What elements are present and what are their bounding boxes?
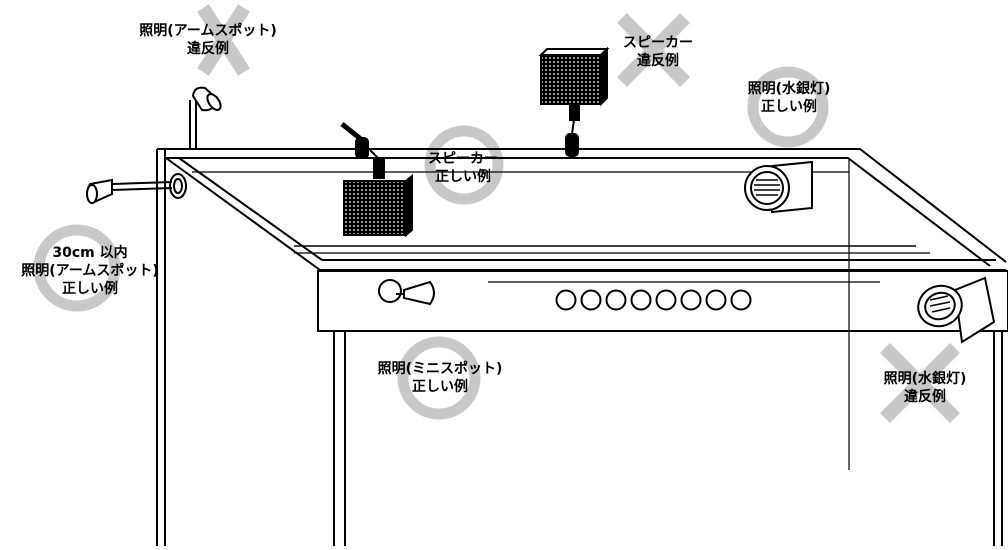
mark-circle-mini-spot [397,336,481,420]
rail-circle [630,289,652,311]
mercury-lamp-violation [917,276,996,344]
label-line: 正しい例 [435,169,491,185]
rail-circle [555,289,577,311]
label-mercury-violation: 照明(水銀灯) 違反例 [858,370,992,406]
case-top-outer [157,148,1007,263]
mark-circle-arm-spot [33,224,121,312]
arm-spot-lamp-violation [189,86,222,149]
mark-circle-speaker [424,125,504,205]
front-rail-circles [555,289,752,311]
rail-circle [680,289,702,311]
label-line: スピーカー [428,151,498,167]
mark-circle-mercury [747,66,829,148]
speaker-correct [340,122,413,238]
label-speaker-violation: スピーカー 違反例 [618,34,698,70]
label-line: 照明(水銀灯) [747,81,831,97]
mercury-lamp-correct [744,160,813,214]
label-line: 違反例 [904,389,946,405]
rail-circle [730,289,752,311]
rail-circle [580,289,602,311]
rail-circle [605,289,627,311]
label-line: 正しい例 [62,281,118,297]
label-line: スピーカー [623,35,693,51]
label-mini-spot-correct: 照明(ミニスポット) 正しい例 [366,360,514,396]
label-mercury-correct: 照明(水銀灯) 正しい例 [728,80,850,116]
label-line: 違反例 [187,41,229,57]
mark-cross-speaker [617,13,690,87]
rail-circle [655,289,677,311]
label-line: 照明(アームスポット) [21,263,159,279]
speaker-violation [538,46,610,157]
label-line: 照明(水銀灯) [883,371,967,387]
arm-spot-lamp-correct [86,173,187,205]
label-line: 正しい例 [761,99,817,115]
label-arm-spot-violation: 照明(アームスポット) 違反例 [116,22,300,58]
rail-circle [705,289,727,311]
case-front-rail [317,270,1008,332]
mark-cross-arm-spot [197,4,250,76]
case-top-inner [166,157,991,267]
mark-cross-mercury [880,343,960,423]
display-case [156,148,1008,546]
label-speaker-correct: スピーカー 正しい例 [418,150,508,186]
mini-spot-lamp-correct [378,279,435,306]
label-line: 正しい例 [412,379,468,395]
label-line: 違反例 [637,53,679,69]
label-line: 30cm 以内 [52,245,128,261]
label-arm-spot-correct: 30cm 以内 照明(アームスポット) 正しい例 [2,244,178,298]
label-line: 照明(ミニスポット) [377,361,503,377]
label-line: 照明(アームスポット) [139,23,277,39]
